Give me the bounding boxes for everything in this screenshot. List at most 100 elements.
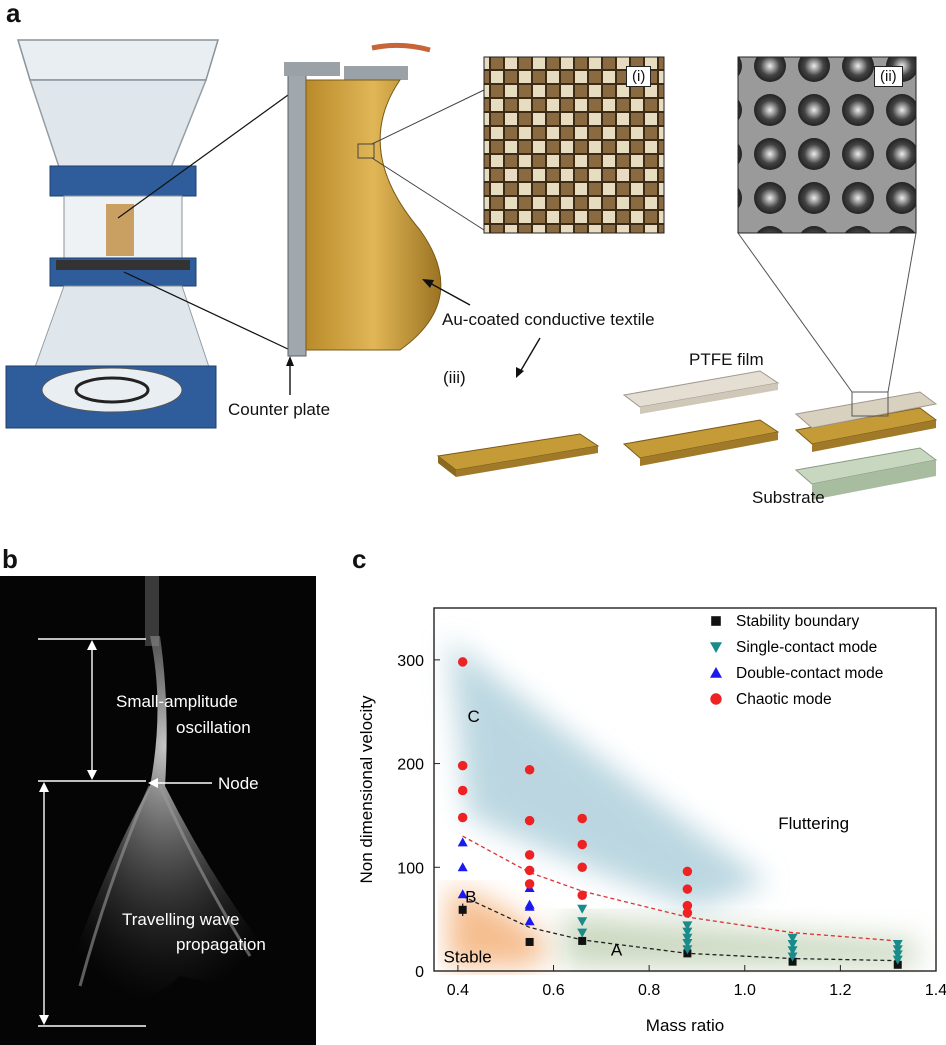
y-tick-label: 300 — [397, 653, 424, 670]
data-point — [787, 946, 798, 956]
data-point — [525, 937, 534, 946]
label-ptfe: PTFE film — [689, 350, 764, 369]
data-point — [892, 940, 903, 950]
legend-entry: Stability boundary — [736, 613, 859, 630]
data-point — [682, 938, 693, 948]
data-point — [458, 905, 467, 914]
inset-ii-sem-image — [737, 56, 917, 234]
data-point — [457, 812, 468, 823]
x-tick-label: 0.4 — [447, 982, 469, 999]
substrate-stack — [794, 391, 938, 500]
region-chaotic-shade — [448, 639, 769, 909]
data-point — [893, 960, 902, 969]
panel-letter-b: b — [2, 544, 18, 574]
data-point — [892, 950, 903, 960]
data-point — [457, 760, 468, 771]
data-point — [892, 955, 903, 965]
region-stable-shade — [448, 888, 554, 967]
panel-letter-a: a — [6, 0, 21, 28]
data-point — [457, 837, 468, 847]
data-point — [577, 928, 588, 938]
data-point — [524, 815, 535, 826]
legend-marker — [710, 693, 722, 705]
data-marks — [457, 657, 903, 969]
fit-curves — [462, 835, 898, 962]
data-point — [578, 936, 587, 945]
x-tick-label: 1.2 — [829, 982, 851, 999]
panel-a-illustration — [5, 39, 938, 500]
data-point — [524, 850, 535, 860]
x-axis-label: Mass ratio — [646, 1016, 724, 1035]
data-point — [457, 862, 468, 872]
chart-regions — [448, 639, 917, 967]
data-point — [682, 945, 693, 955]
data-point — [788, 957, 797, 966]
data-point — [577, 917, 588, 927]
panel-b-photo — [0, 576, 316, 1045]
data-point — [524, 879, 535, 889]
counter-plate-assembly — [284, 42, 442, 357]
panel-letter-c: c — [352, 544, 367, 574]
legend-entry: Double-contact mode — [736, 665, 883, 682]
panel-c-chart: 0.4 0.6 0.8 1.0 1.2 1.4 0 100 200 300 Stability b… — [357, 607, 946, 1035]
legend-entry: Chaotic mode — [736, 691, 832, 708]
y-tick-label: 0 — [415, 964, 424, 981]
data-point — [682, 900, 693, 911]
legend-marker — [710, 667, 722, 678]
legend-entry: Single-contact mode — [736, 639, 877, 656]
legend-marker — [710, 642, 722, 653]
data-point — [577, 813, 587, 824]
x-tick-label: 1.4 — [925, 982, 946, 999]
data-point — [892, 945, 903, 955]
data-point — [682, 884, 693, 894]
label-small-amplitude: Small-amplitude — [116, 692, 238, 711]
region-label-c: C — [467, 707, 479, 726]
data-point — [682, 921, 693, 931]
label-counter-plate: Counter plate — [228, 400, 331, 419]
label-textile: Au-coated conductive textile — [442, 310, 655, 329]
data-point — [457, 657, 468, 667]
label-travelling-wave: Travelling wave — [122, 910, 240, 929]
label-oscillation: oscillation — [176, 718, 251, 737]
data-point — [682, 933, 693, 943]
x-tick-label: 0.6 — [542, 982, 564, 999]
data-point — [524, 765, 535, 775]
label-iii: (iii) — [443, 368, 466, 387]
legend-marker — [711, 616, 721, 626]
y-axis-label: Non dimensional velocity — [357, 695, 376, 884]
region-label-b: B — [465, 888, 476, 907]
plot-frame — [433, 607, 937, 972]
label-propagation: propagation — [176, 935, 266, 954]
label-node: Node — [218, 774, 259, 793]
wind-tunnel — [5, 39, 220, 429]
data-point — [577, 862, 587, 873]
textile-layer-iii — [436, 433, 600, 477]
data-point — [787, 940, 798, 950]
fit-curve — [462, 835, 898, 942]
data-point — [787, 952, 798, 962]
x-tick-label: 0.8 — [638, 982, 660, 999]
data-point — [524, 901, 535, 911]
data-point — [577, 839, 587, 850]
data-point — [577, 904, 588, 914]
label-substrate: Substrate — [752, 488, 825, 507]
inset-ii-label: (ii) — [874, 66, 903, 87]
data-point — [787, 933, 798, 943]
axis-ticks: 0.4 0.6 0.8 1.0 1.2 1.4 0 100 200 300 — [397, 653, 946, 999]
data-point — [682, 866, 693, 877]
data-point — [457, 889, 468, 899]
data-point — [524, 916, 535, 926]
data-point — [577, 890, 587, 901]
y-tick-label: 200 — [397, 757, 424, 774]
data-point — [682, 908, 693, 918]
x-tick-label: 1.0 — [734, 982, 756, 999]
region-label-fluttering: Fluttering — [778, 814, 849, 833]
region-single-contact-shade — [563, 913, 917, 967]
data-point — [457, 785, 468, 796]
region-label-stable: Stable — [444, 948, 492, 967]
data-point — [682, 927, 693, 937]
y-tick-label: 100 — [397, 860, 424, 877]
data-point — [524, 865, 535, 876]
region-label-a: A — [611, 940, 623, 959]
